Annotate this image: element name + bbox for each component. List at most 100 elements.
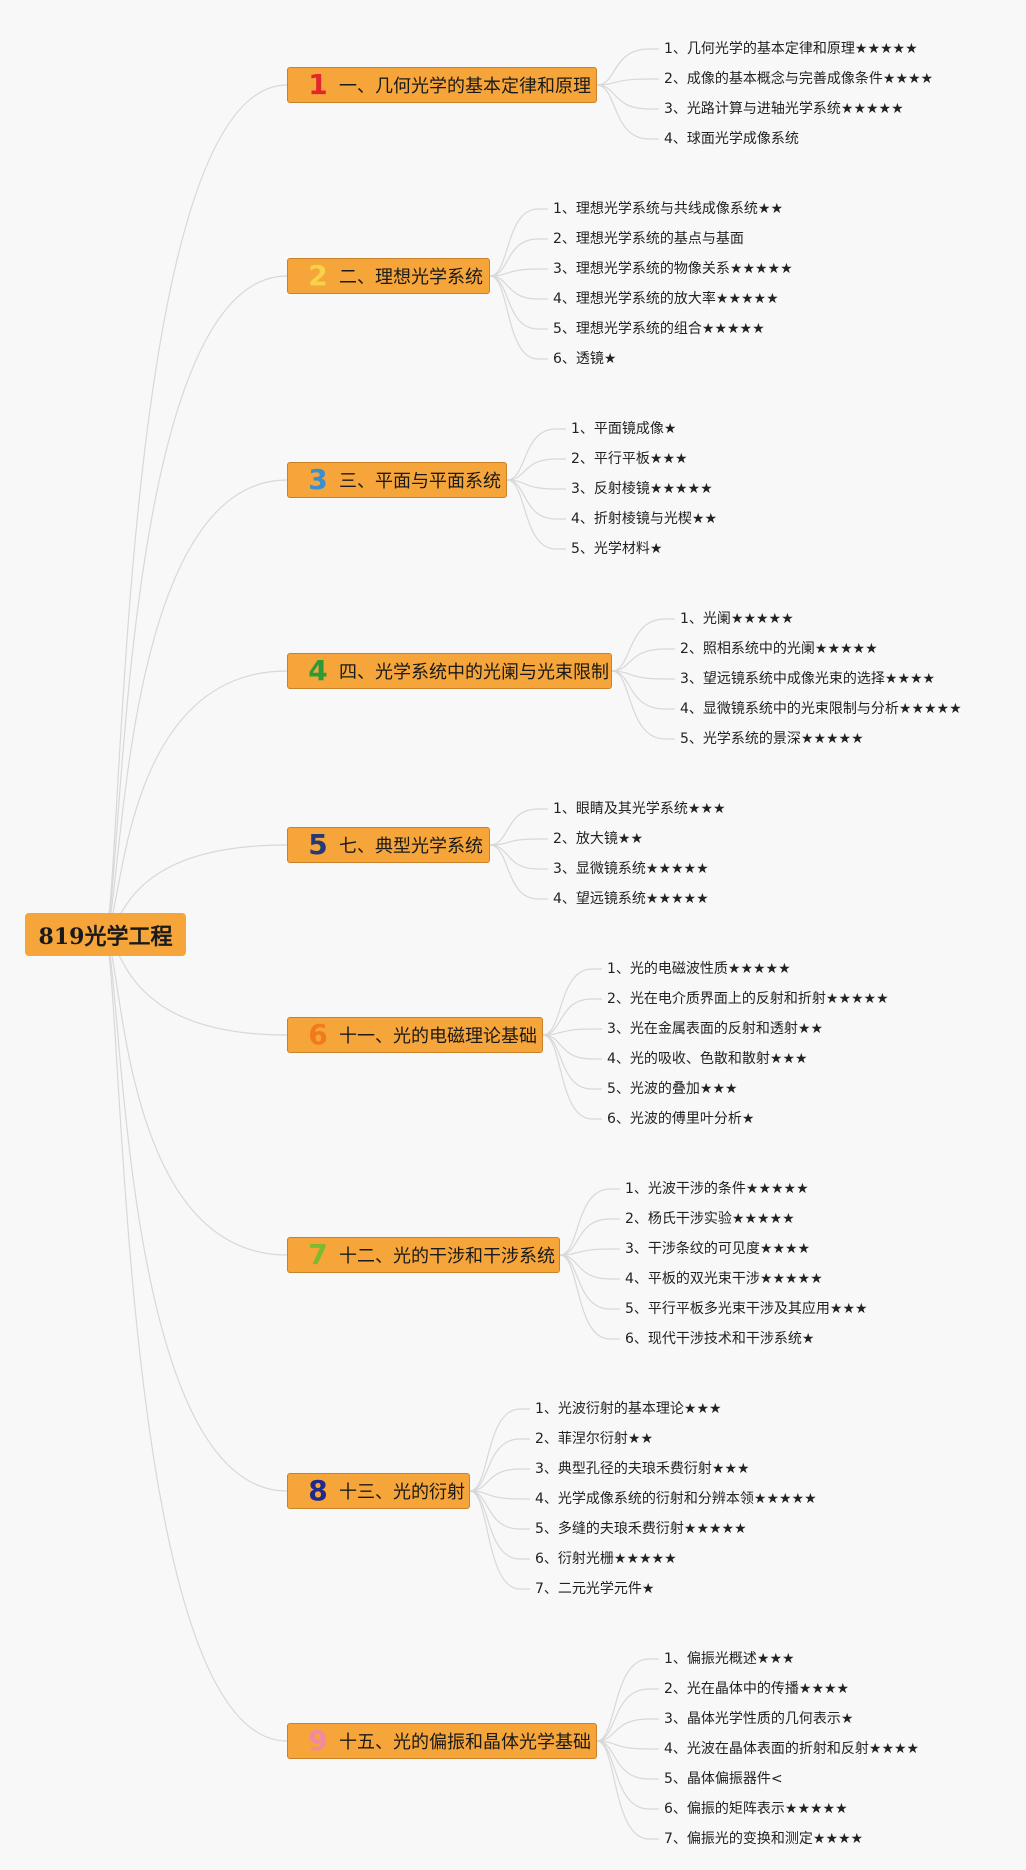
subtopic-item[interactable]: 2、杨氏干涉实验★★★★★ — [625, 1211, 795, 1227]
subtopic-item[interactable]: 3、显微镜系统★★★★★ — [553, 861, 709, 877]
subtopic-item[interactable]: 3、光路计算与进轴光学系统★★★★★ — [664, 101, 904, 117]
subtopic-item[interactable]: 5、光波的叠加★★★ — [607, 1081, 738, 1097]
sub-link-4-1 — [611, 618, 675, 672]
subtopic-item[interactable]: 1、光波干涉的条件★★★★★ — [625, 1181, 809, 1197]
subtopic-item[interactable]: 1、眼睛及其光学系统★★★ — [553, 801, 726, 817]
subtopic-item[interactable]: 7、二元光学元件★ — [535, 1581, 655, 1597]
sub-link-7-6 — [559, 1254, 620, 1340]
sub-link-8-5 — [469, 1490, 530, 1530]
subtopic-item[interactable]: 1、光阑★★★★★ — [680, 611, 794, 627]
subtopic-item[interactable]: 6、偏振的矩阵表示★★★★★ — [664, 1801, 848, 1817]
subtopic-item[interactable]: 2、成像的基本概念与完善成像条件★★★★ — [664, 71, 934, 87]
sub-link-4-2 — [611, 648, 675, 672]
subtopic-item[interactable]: 3、光在金属表面的反射和透射★★ — [607, 1021, 824, 1037]
subtopic-item[interactable]: 6、现代干涉技术和干涉系统★ — [625, 1331, 815, 1347]
topic-label: 七、典型光学系统 — [339, 836, 483, 857]
subtopic-item[interactable]: 5、多缝的夫琅禾费衍射★★★★★ — [535, 1521, 747, 1537]
subtopic-item[interactable]: 2、平行平板★★★ — [571, 451, 688, 467]
subtopic-item[interactable]: 1、理想光学系统与共线成像系统★★ — [553, 201, 784, 217]
sub-link-8-3 — [469, 1468, 530, 1492]
subtopic-item[interactable]: 4、平板的双光束干涉★★★★★ — [625, 1271, 823, 1287]
root-link-1 — [103, 84, 288, 936]
subtopic-item[interactable]: 3、望远镜系统中成像光束的选择★★★★ — [680, 671, 936, 687]
topic-node-5[interactable]: 5 七、典型光学系统 — [287, 827, 490, 863]
subtopic-item[interactable]: 4、理想光学系统的放大率★★★★★ — [553, 291, 779, 307]
sub-link-6-6 — [542, 1034, 602, 1120]
subtopic-item[interactable]: 4、光波在晶体表面的折射和反射★★★★ — [664, 1741, 920, 1757]
subtopic-item[interactable]: 7、偏振光的变换和测定★★★★ — [664, 1831, 864, 1847]
sub-link-1-3 — [596, 84, 659, 110]
subtopic-item[interactable]: 3、晶体光学性质的几何表示★ — [664, 1711, 854, 1727]
sub-link-7-3 — [559, 1248, 620, 1256]
sub-link-9-2 — [596, 1688, 659, 1742]
subtopic-item[interactable]: 4、折射棱镜与光楔★★ — [571, 511, 718, 527]
sub-link-3-4 — [506, 479, 566, 520]
topic-number-badge: 1 — [308, 68, 328, 101]
subtopic-item[interactable]: 3、典型孔径的夫琅禾费衍射★★★ — [535, 1461, 750, 1477]
subtopic-item[interactable]: 1、偏振光概述★★★ — [664, 1651, 795, 1667]
topic-number-badge: 5 — [308, 828, 328, 861]
subtopic-item[interactable]: 6、透镜★ — [553, 351, 617, 367]
sub-link-1-4 — [596, 84, 659, 140]
root-link-8 — [103, 934, 288, 1492]
sub-link-6-2 — [542, 998, 602, 1036]
subtopic-item[interactable]: 3、理想光学系统的物像关系★★★★★ — [553, 261, 793, 277]
sub-link-9-7 — [596, 1740, 659, 1840]
subtopic-item[interactable]: 6、光波的傅里叶分析★ — [607, 1111, 755, 1127]
sub-link-2-6 — [489, 275, 548, 360]
sub-link-8-7 — [469, 1490, 530, 1590]
sub-link-7-4 — [559, 1254, 620, 1280]
subtopic-item[interactable]: 2、光在晶体中的传播★★★★ — [664, 1681, 850, 1697]
root-link-3 — [103, 479, 288, 936]
topic-label: 十一、光的电磁理论基础 — [339, 1026, 537, 1047]
sub-link-3-3 — [506, 479, 566, 490]
sub-link-2-1 — [489, 208, 548, 277]
subtopic-item[interactable]: 1、光的电磁波性质★★★★★ — [607, 961, 791, 977]
subtopic-item[interactable]: 4、望远镜系统★★★★★ — [553, 891, 709, 907]
subtopic-item[interactable]: 5、理想光学系统的组合★★★★★ — [553, 321, 765, 337]
sub-link-6-4 — [542, 1034, 602, 1060]
topic-node-8[interactable]: 8 十三、光的衍射 — [287, 1473, 470, 1509]
topic-number-badge: 8 — [308, 1474, 328, 1507]
sub-link-8-4 — [469, 1490, 530, 1500]
sub-link-9-5 — [596, 1740, 659, 1780]
subtopic-item[interactable]: 1、几何光学的基本定律和原理★★★★★ — [664, 41, 918, 57]
subtopic-item[interactable]: 2、理想光学系统的基点与基面 — [553, 231, 744, 247]
subtopic-item[interactable]: 4、光的吸收、色散和散射★★★ — [607, 1051, 808, 1067]
sub-link-2-3 — [489, 268, 548, 277]
sub-link-2-5 — [489, 275, 548, 330]
topic-label: 十三、光的衍射 — [339, 1482, 465, 1503]
subtopic-item[interactable]: 3、反射棱镜★★★★★ — [571, 481, 713, 497]
subtopic-item[interactable]: 2、放大镜★★ — [553, 831, 644, 847]
subtopic-item[interactable]: 3、干涉条纹的可见度★★★★ — [625, 1241, 811, 1257]
root-link-4 — [103, 670, 288, 936]
sub-link-2-2 — [489, 238, 548, 277]
subtopic-item[interactable]: 2、光在电介质界面上的反射和折射★★★★★ — [607, 991, 889, 1007]
sub-link-5-2 — [489, 838, 548, 846]
sub-link-8-2 — [469, 1438, 530, 1492]
subtopic-item[interactable]: 5、光学材料★ — [571, 541, 663, 557]
subtopic-item[interactable]: 2、照相系统中的光阑★★★★★ — [680, 641, 878, 657]
sub-link-3-5 — [506, 479, 566, 550]
subtopic-item[interactable]: 1、平面镜成像★ — [571, 421, 677, 437]
subtopic-item[interactable]: 4、球面光学成像系统 — [664, 131, 799, 147]
subtopic-item[interactable]: 5、平行平板多光束干涉及其应用★★★ — [625, 1301, 868, 1317]
sub-link-3-2 — [506, 458, 566, 481]
subtopic-item[interactable]: 2、菲涅尔衍射★★ — [535, 1431, 654, 1447]
subtopic-item[interactable]: 1、光波衍射的基本理论★★★ — [535, 1401, 722, 1417]
subtopic-item[interactable]: 5、晶体偏振器件< — [664, 1771, 783, 1787]
root-node[interactable]: 819光学工程 — [25, 913, 186, 956]
topic-number-badge: 9 — [308, 1724, 328, 1757]
subtopic-item[interactable]: 5、光学系统的景深★★★★★ — [680, 731, 864, 747]
subtopic-item[interactable]: 4、光学成像系统的衍射和分辨本领★★★★★ — [535, 1491, 817, 1507]
subtopic-item[interactable]: 4、显微镜系统中的光束限制与分析★★★★★ — [680, 701, 962, 717]
subtopic-item[interactable]: 6、衍射光栅★★★★★ — [535, 1551, 677, 1567]
